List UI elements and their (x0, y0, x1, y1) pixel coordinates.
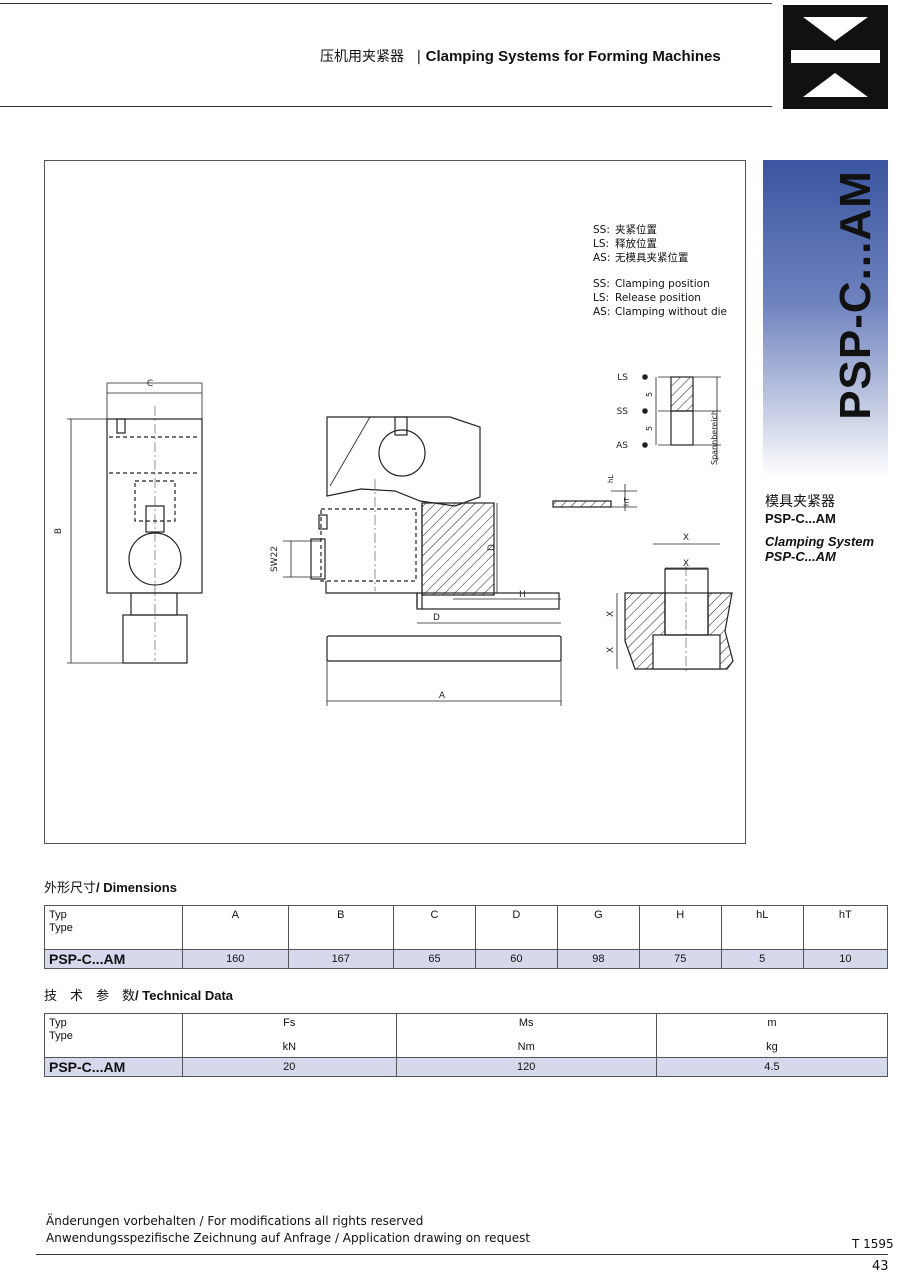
legend-cn-item: AS:无模具夹紧位置 (593, 252, 689, 264)
column-header: B (287, 905, 394, 950)
dim-label-x-top: X (683, 533, 689, 543)
side-cn-name: 模具夹紧器 (765, 494, 835, 510)
t-slot-detail: X X X X (606, 533, 734, 671)
legend-en-item: SS:Clamping position (593, 278, 710, 290)
dim-label-h: H (519, 590, 526, 600)
legend-en-item: AS:Clamping without die (593, 306, 728, 318)
side-en-line2: PSP-C...AM (765, 549, 836, 564)
table-row: PSP-C...AM 160 167 65 60 98 75 5 10 (44, 949, 889, 969)
page-number: 43 (872, 1259, 889, 1274)
cell-value: 10 (802, 949, 889, 969)
legend-cn-item: SS:夹紧位置 (593, 224, 657, 236)
side-en-line1: Clamping System (765, 534, 875, 549)
front-view: C B (54, 379, 203, 664)
doc-code: T 1595 (852, 1237, 894, 1251)
legend-cn: SS:夹紧位置 LS:释放位置 AS:无模具夹紧位置 (593, 223, 689, 265)
dim-label-d-horizontal: D (433, 613, 440, 623)
cell-value: 60 (474, 949, 558, 969)
table-row: PSP-C...AM 20 120 4.5 (44, 1057, 889, 1077)
cell-value: 75 (638, 949, 722, 969)
dim-label-x-side-lower: X (606, 647, 616, 653)
company-logo (783, 5, 888, 109)
cell-value: 160 (182, 949, 289, 969)
column-header: D (474, 905, 558, 950)
label-ss: SS (617, 407, 629, 417)
row-type-name: PSP-C...AM (44, 1057, 183, 1077)
legend-en-item: LS:Release position (593, 292, 701, 304)
label-ht: hT (623, 497, 631, 506)
header-separator: | (416, 49, 422, 65)
header-title-cn: 压机用夹紧器 (320, 49, 404, 65)
legend-en: SS:Clamping position LS:Release position… (593, 277, 727, 319)
label-ls: LS (617, 373, 628, 383)
column-header: C (393, 905, 476, 950)
header-title-en: Clamping Systems for Forming Machines (425, 48, 721, 65)
column-header: hL (720, 905, 804, 950)
cell-value: 120 (395, 1057, 657, 1077)
column-header: G (556, 905, 640, 950)
dim-label-c: C (147, 379, 153, 389)
dim-label-sw22: SW22 (270, 546, 280, 572)
footer-line2: Anwendungsspezifische Zeichnung auf Anfr… (46, 1231, 531, 1245)
header-bottom-rule (0, 106, 772, 107)
column-header: H (638, 905, 722, 950)
column-header: hT (802, 905, 889, 950)
cell-value: 167 (287, 949, 394, 969)
dim-label-x-middle: X (683, 559, 689, 569)
label-five-upper: 5 (645, 392, 654, 397)
cell-value: 20 (182, 1057, 397, 1077)
cell-value: 65 (393, 949, 476, 969)
footer-rule (36, 1254, 888, 1255)
label-five-lower: 5 (645, 426, 654, 431)
label-hl: hL (607, 475, 615, 483)
logo-mark-icon (791, 17, 880, 97)
side-banner (763, 160, 888, 478)
dim-label-a: A (439, 691, 446, 701)
column-header: A (182, 905, 289, 950)
side-view: SW22 A D H D (270, 416, 562, 706)
side-model: PSP-C...AM (765, 511, 836, 526)
legend-cn-item: LS:释放位置 (593, 238, 657, 250)
header-title: 压机用夹紧器 | Clamping Systems for Forming Ma… (320, 46, 721, 66)
technical-title: 技 术 参 数/ Technical Data (44, 988, 234, 1004)
footer-line1: Änderungen vorbehalten / For modificatio… (46, 1214, 424, 1228)
label-as: AS (616, 441, 628, 451)
technical-drawing: C B (44, 160, 746, 844)
side-vertical-title: PSP-C...AM (831, 170, 880, 420)
cell-value: 4.5 (655, 1057, 889, 1077)
cell-value: 98 (556, 949, 640, 969)
clamping-range-detail: LS SS AS 5 5 Spannbereich hL hT (552, 373, 721, 511)
header-top-rule (0, 3, 772, 4)
dim-label-b: B (54, 528, 64, 534)
label-spannbereich: Spannbereich (710, 410, 719, 465)
dim-label-x-side-upper: X (606, 611, 616, 617)
dim-label-d-vertical: D (487, 544, 497, 551)
dimensions-title: 外形尺寸/ Dimensions (44, 880, 177, 896)
row-type-name: PSP-C...AM (44, 949, 183, 969)
cell-value: 5 (720, 949, 804, 969)
drawing-svg: C B (54, 373, 734, 706)
